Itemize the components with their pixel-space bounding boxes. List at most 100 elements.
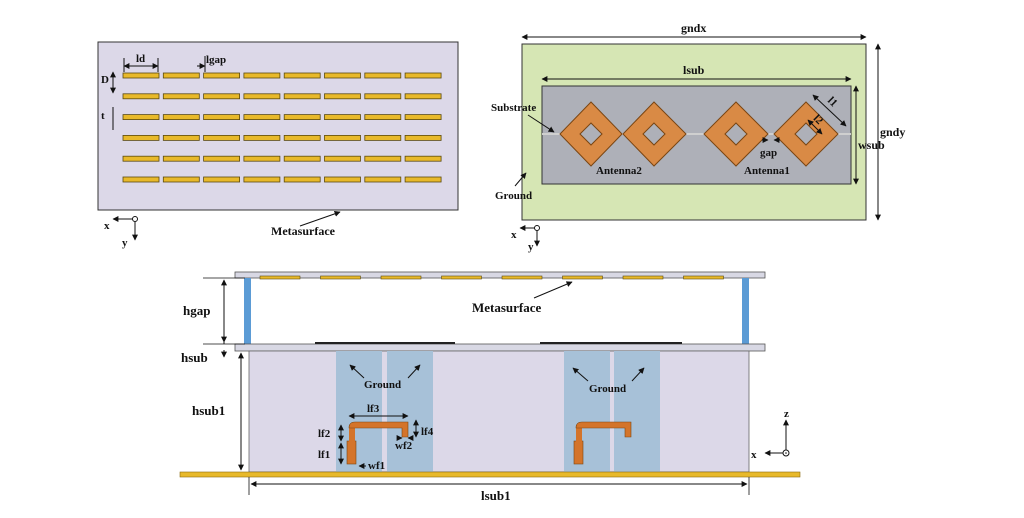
hsub1-label: hsub1 [192, 403, 225, 418]
metasurface-pointer [299, 210, 341, 227]
metasurface-strip [243, 134, 281, 141]
metasurface-strip [203, 72, 241, 79]
x-axis-label: x [104, 220, 110, 232]
antenna1-element-left [703, 101, 769, 167]
side-metasurface-strip [259, 275, 301, 280]
lf4-label: lf4 [421, 426, 434, 438]
ground-label-top: Ground [495, 190, 532, 202]
middle-board [234, 343, 766, 352]
metasurface-strip [203, 114, 241, 120]
feed-right [573, 421, 632, 465]
metasurface-strip [324, 176, 361, 183]
ground-pointer-right-1 [572, 367, 589, 382]
metasurface-strip [162, 114, 200, 120]
l2-dimension [807, 119, 823, 135]
t-label: t [101, 110, 105, 122]
metasurface-pointer-side [533, 281, 573, 299]
metasurface-panel [97, 41, 459, 211]
metasurface-strip [162, 134, 200, 141]
gap-label: gap [760, 147, 777, 159]
metasurface-strip [283, 155, 321, 162]
axis-origin-dot [785, 452, 787, 454]
antenna-top-view: gndx gndy lsub wsub l1 l2 gap Substrate … [491, 21, 905, 253]
l1-dimension [812, 94, 847, 127]
hgap-label: hgap [183, 303, 210, 318]
antenna2-element-right [622, 101, 687, 167]
side-view: Metasurface Ground Ground hgap hsub hsub… [179, 271, 801, 503]
ground-label-left: Ground [364, 379, 401, 391]
ground-pointer-top [514, 172, 527, 187]
metasurface-strip [122, 114, 160, 120]
ground-pointer-left-1 [349, 364, 365, 379]
metasurface-strip [283, 114, 321, 120]
ground-pointer-left-2 [407, 364, 421, 379]
metasurface-strip [404, 155, 442, 162]
ground-strip-3 [564, 351, 610, 472]
metasurface-strip [364, 72, 402, 79]
lsub1-label: lsub1 [481, 488, 511, 503]
metasurface-strip [324, 134, 361, 141]
metasurface-strip [283, 93, 321, 100]
metasurface-strip [404, 176, 442, 183]
metasurface-label-side: Metasurface [472, 300, 542, 315]
metasurface-strip [404, 72, 442, 79]
metasurface-strip [324, 155, 361, 162]
metasurface-strip [162, 72, 200, 79]
side-metasurface-strip [562, 275, 603, 280]
metasurface-strip [203, 155, 241, 162]
y-axis-label: y [122, 237, 128, 249]
ground-strip-4 [614, 351, 660, 472]
support-right [742, 278, 749, 344]
hsub-label: hsub [181, 350, 208, 365]
metasurface-strip [283, 134, 321, 141]
metasurface-strip [404, 93, 442, 100]
lsub-label: lsub [683, 63, 705, 77]
x-axis-label: x [751, 449, 757, 461]
wf1-label: wf1 [368, 460, 385, 472]
metasurface-label-top: Metasurface [271, 224, 336, 238]
x-axis-label: x [511, 229, 517, 241]
metasurface-strip [283, 176, 321, 183]
metasurface-strip [364, 155, 402, 162]
metasurface-strip [364, 134, 402, 141]
ground-strip-2 [387, 351, 433, 472]
lower-substrate [248, 350, 750, 473]
antenna2-element-left [559, 101, 623, 167]
metasurface-strip [122, 176, 160, 183]
gndx-label: gndx [681, 21, 706, 35]
metasurface-strip-grid [122, 72, 442, 183]
metasurface-strip [404, 114, 442, 120]
metasurface-strip [122, 72, 160, 79]
lf3-label: lf3 [367, 403, 380, 415]
side-metasurface-strip [683, 275, 724, 280]
substrate-label: Substrate [491, 102, 536, 114]
wf2-label: wf2 [395, 440, 413, 452]
support-left [244, 278, 251, 344]
gndy-label: gndy [880, 125, 905, 139]
metasurface-strip [324, 72, 361, 79]
metasurface-strip [364, 176, 402, 183]
metasurface-strip [203, 176, 241, 183]
metasurface-strip [203, 134, 241, 141]
metasurface-strip [324, 114, 361, 120]
metasurface-strip [243, 114, 281, 120]
antenna2-label: Antenna2 [596, 165, 642, 177]
D-label: D [101, 74, 109, 86]
side-metasurface-strip [622, 275, 664, 280]
antenna1-label: Antenna1 [744, 165, 790, 177]
side-metasurface-strip [380, 275, 422, 280]
metasurface-strip [162, 93, 200, 100]
metasurface-strip [404, 134, 442, 141]
lgap-label: lgap [206, 54, 226, 66]
metasurface-strip [243, 93, 281, 100]
metasurface-strip [243, 176, 281, 183]
lf2-label: lf2 [318, 428, 331, 440]
side-metasurface-strip [441, 275, 482, 280]
metasurface-strip [203, 93, 241, 100]
metasurface-strip [122, 155, 160, 162]
side-metasurface-strips [259, 275, 724, 280]
ld-label: ld [136, 53, 145, 65]
side-metasurface-strip [320, 275, 361, 280]
side-metasurface-strip [501, 275, 543, 280]
